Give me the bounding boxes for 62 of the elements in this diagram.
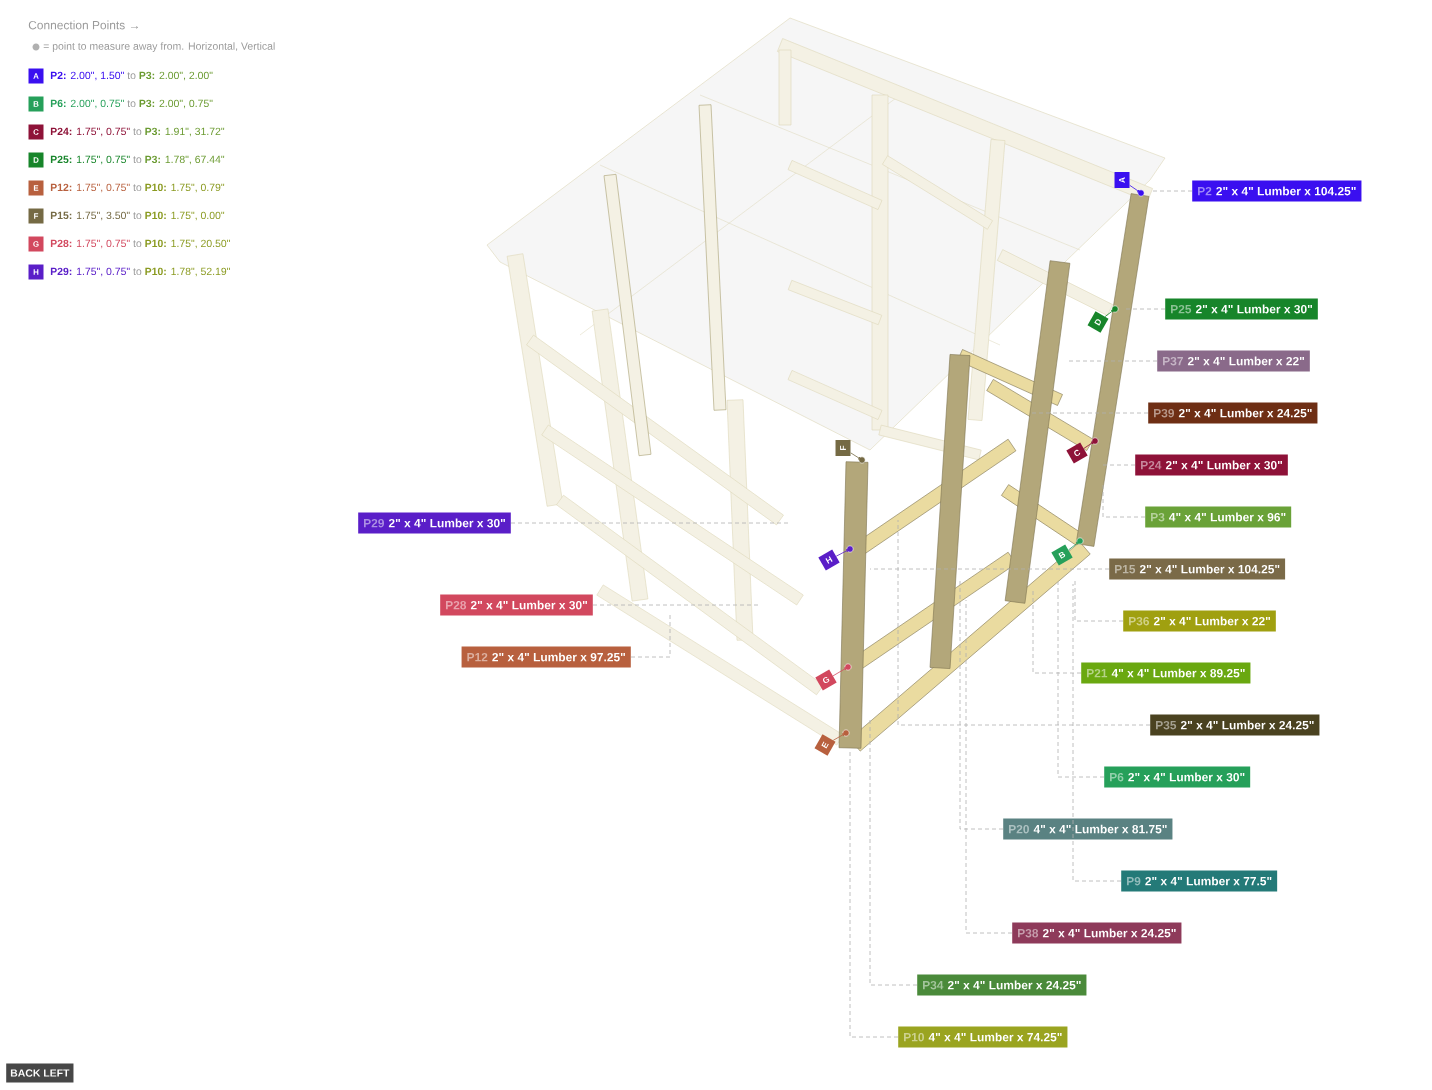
part-label: P3 4" x 4" Lumber x 96" [1145, 506, 1292, 528]
leader-line [869, 568, 1110, 570]
letter-badge: G [815, 669, 837, 691]
connection-text: P6: 2.00", 0.75" to P3: 2.00", 0.75" [50, 99, 213, 109]
part-label: P35 2" x 4" Lumber x 24.25" [1150, 714, 1320, 736]
leader-line [897, 519, 1151, 726]
arrow [1104, 309, 1115, 317]
leader-line [1032, 589, 1082, 674]
letter-badge: E [814, 734, 836, 756]
connection-text: P2: 2.00", 1.50" to P3: 2.00", 2.00" [50, 71, 213, 81]
letter-badge: D [1087, 311, 1109, 333]
leader-line [1072, 583, 1122, 882]
letter-badge: H [818, 549, 840, 571]
part-label: P36 2" x 4" Lumber x 22" [1123, 610, 1276, 632]
part-label: P29 2" x 4" Lumber x 30" [358, 512, 511, 534]
leader-line [965, 599, 1013, 934]
part-label: P15 2" x 4" Lumber x 104.25" [1109, 558, 1286, 580]
leader-line [849, 751, 899, 1038]
part-label: P2 2" x 4" Lumber x 104.25" [1192, 180, 1362, 202]
leader-line [510, 522, 791, 524]
part-label: P9 2" x 4" Lumber x 77.5" [1121, 870, 1278, 892]
connection-text: P15: 1.75", 3.50" to P10: 1.75", 0.00" [50, 211, 225, 221]
part-label: P24 2" x 4" Lumber x 30" [1135, 454, 1288, 476]
part-label: P39 2" x 4" Lumber x 24.25" [1148, 402, 1318, 424]
leader-line [869, 719, 918, 986]
part-label: P38 2" x 4" Lumber x 24.25" [1012, 922, 1182, 944]
letter-badge: F [835, 440, 851, 456]
part-label: P21 4" x 4" Lumber x 89.25" [1081, 662, 1251, 684]
arrow [850, 452, 862, 460]
part-label: P6 2" x 4" Lumber x 30" [1104, 766, 1251, 788]
arrow [835, 549, 850, 557]
arrow [832, 667, 848, 677]
leader-line [959, 579, 1004, 830]
part-label: P34 2" x 4" Lumber x 24.25" [917, 974, 1087, 996]
letter-badge: C [1066, 442, 1088, 464]
connection-text: P25: 1.75", 0.75" to P3: 1.78", 67.44" [50, 155, 225, 165]
view-label: BACK LEFT [6, 1063, 74, 1083]
part-label: P20 4" x 4" Lumber x 81.75" [1003, 818, 1173, 840]
arrow [1083, 441, 1095, 449]
connection-text: P24: 1.75", 0.75" to P3: 1.91", 31.72" [50, 127, 225, 137]
arrow [832, 733, 846, 741]
leader-line [1151, 190, 1193, 192]
note-text: = point to measure away from. Horizontal, Vertical [43, 42, 275, 52]
letter-badge: B [1051, 544, 1073, 566]
part-label: P25 2" x 4" Lumber x 30" [1165, 298, 1318, 320]
part-label: P37 2" x 4" Lumber x 22" [1157, 350, 1310, 372]
leader-line [1125, 308, 1166, 310]
connection-text: P28: 1.75", 0.75" to P10: 1.75", 20.50" [50, 239, 230, 249]
leader-line [592, 604, 761, 606]
part-label: P12 2" x 4" Lumber x 97.25" [461, 646, 631, 668]
part-label: P28 2" x 4" Lumber x 30" [440, 594, 593, 616]
leader-line [1067, 360, 1158, 362]
leader-line [1057, 581, 1105, 778]
connection-text: P29: 1.75", 0.75" to P10: 1.78", 52.19" [50, 267, 230, 277]
heading: Connection Points → [28, 20, 139, 30]
arrow [1068, 541, 1080, 551]
leader-line [1101, 464, 1136, 466]
connection-text: P12: 1.75", 0.75" to P10: 1.75", 0.79" [50, 183, 225, 193]
leader-line [1102, 484, 1146, 518]
arrow [1129, 184, 1141, 193]
part-label: P10 4" x 4" Lumber x 74.25" [898, 1026, 1068, 1048]
leader-line [1029, 412, 1149, 414]
